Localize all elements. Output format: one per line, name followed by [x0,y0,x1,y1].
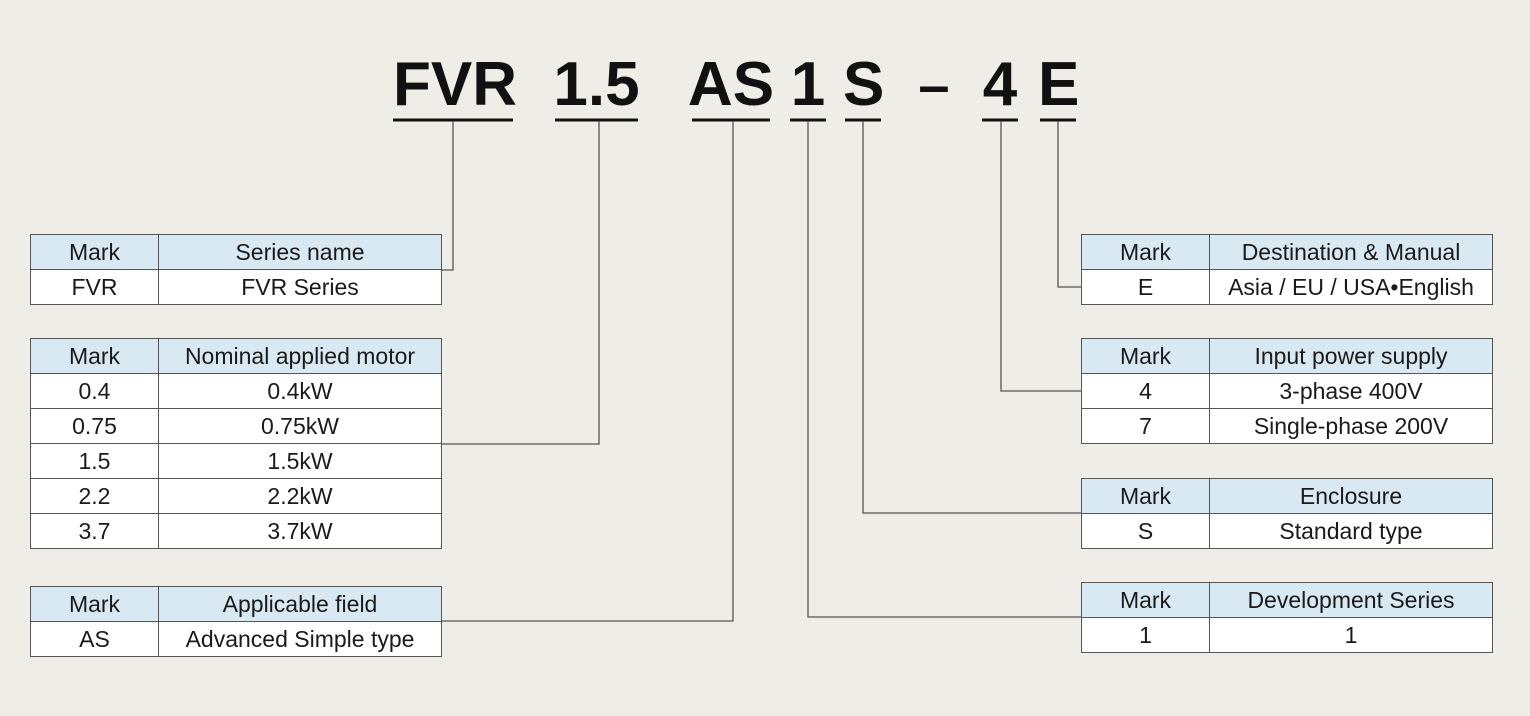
mark-cell: 1.5 [30,443,159,479]
destination-manual-table: Mark Destination & Manual E Asia / EU / … [1081,234,1493,305]
value-cell: 0.4kW [158,373,442,409]
enclosure-table: Mark Enclosure S Standard type [1081,478,1493,549]
input-power-table: Mark Input power supply 4 3-phase 400V 7… [1081,338,1493,444]
mark-cell: 4 [1081,373,1210,409]
code-separator: – [918,53,950,116]
value-cell: 1 [1209,617,1493,653]
column-header: Mark [1081,478,1210,514]
leader-series [442,121,454,271]
code-enclosure: S [843,50,885,119]
table-row: 4 3-phase 400V [1081,373,1493,409]
column-header: Mark [1081,582,1210,618]
code-field: AS [687,50,775,119]
table-header-row: Mark Destination & Manual [1081,234,1493,270]
leader-development [807,121,1082,618]
leader-enclosure [862,121,1082,514]
leader-motor [442,121,600,445]
column-header: Development Series [1209,582,1493,618]
mark-cell: S [1081,513,1210,549]
leader-destination [1057,121,1082,288]
mark-cell: 0.4 [30,373,159,409]
column-header: Series name [158,234,442,270]
value-cell: 3-phase 400V [1209,373,1493,409]
column-header: Mark [30,234,159,270]
value-cell: 1.5kW [158,443,442,479]
table-header-row: Mark Nominal applied motor [30,338,442,374]
column-header: Mark [1081,338,1210,374]
leader-lines [442,121,1082,622]
table-row: FVR FVR Series [30,269,442,305]
column-header: Applicable field [158,586,442,622]
table-row: 1.5 1.5kW [30,443,442,479]
column-header: Input power supply [1209,338,1493,374]
code-power: 4 [982,50,1018,119]
code-capacity: 1.5 [553,50,640,119]
table-row: S Standard type [1081,513,1493,549]
mark-cell: E [1081,269,1210,305]
nominal-motor-table: Mark Nominal applied motor 0.4 0.4kW 0.7… [30,338,442,549]
mark-cell: 2.2 [30,478,159,514]
table-row: 0.4 0.4kW [30,373,442,409]
table-row: 0.75 0.75kW [30,408,442,444]
mark-cell: 1 [1081,617,1210,653]
table-row: E Asia / EU / USA•English [1081,269,1493,305]
value-cell: 0.75kW [158,408,442,444]
code-series: FVR [393,50,517,119]
series-name-table: Mark Series name FVR FVR Series [30,234,442,305]
value-cell: 3.7kW [158,513,442,549]
column-header: Destination & Manual [1209,234,1493,270]
value-cell: Advanced Simple type [158,621,442,657]
table-header-row: Mark Input power supply [1081,338,1493,374]
value-cell: Standard type [1209,513,1493,549]
development-series-table: Mark Development Series 1 1 [1081,582,1493,653]
column-header: Nominal applied motor [158,338,442,374]
column-header: Mark [30,338,159,374]
table-row: AS Advanced Simple type [30,621,442,657]
table-row: 3.7 3.7kW [30,513,442,549]
column-header: Mark [30,586,159,622]
code-development: 1 [790,50,826,119]
mark-cell: 0.75 [30,408,159,444]
table-row: 7 Single-phase 200V [1081,408,1493,444]
table-header-row: Mark Applicable field [30,586,442,622]
table-row: 1 1 [1081,617,1493,653]
mark-cell: AS [30,621,159,657]
mark-cell: 7 [1081,408,1210,444]
table-header-row: Mark Enclosure [1081,478,1493,514]
leader-field [442,121,734,622]
code-destination: E [1038,50,1080,119]
value-cell: 2.2kW [158,478,442,514]
column-header: Enclosure [1209,478,1493,514]
applicable-field-table: Mark Applicable field AS Advanced Simple… [30,586,442,657]
table-row: 2.2 2.2kW [30,478,442,514]
mark-cell: 3.7 [30,513,159,549]
column-header: Mark [1081,234,1210,270]
value-cell: FVR Series [158,269,442,305]
value-cell: Asia / EU / USA•English [1209,269,1493,305]
value-cell: Single-phase 200V [1209,408,1493,444]
mark-cell: FVR [30,269,159,305]
table-header-row: Mark Development Series [1081,582,1493,618]
leader-power [1000,121,1082,392]
table-header-row: Mark Series name [30,234,442,270]
